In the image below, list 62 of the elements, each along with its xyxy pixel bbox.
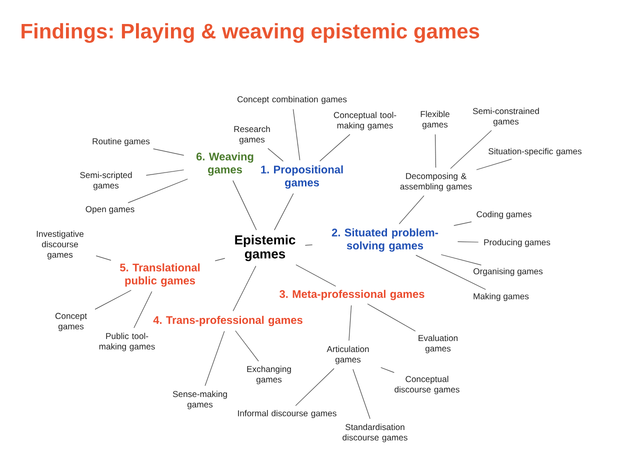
game-label: Informal discourse games — [238, 410, 336, 418]
connector-line — [440, 254, 482, 266]
game-label: Concept combination games — [237, 96, 347, 104]
game-label: Sense-making games — [172, 390, 227, 410]
connector-line — [380, 367, 394, 373]
connector-line — [416, 254, 486, 290]
connector-line — [352, 368, 370, 420]
game-label: Open games — [86, 206, 134, 214]
connector-line — [454, 222, 472, 226]
game-label: Organising games — [474, 268, 543, 276]
game-label: Semi-constrained games — [472, 108, 539, 126]
connector-line — [274, 193, 294, 230]
title: Findings: Playing & weaving epistemic games — [22, 23, 480, 43]
connector-line — [214, 258, 226, 262]
game-label: Standardisation discourse games — [342, 424, 408, 442]
connector-line — [128, 178, 188, 204]
connector-line — [232, 180, 257, 230]
game-label: Conceptual discourse games — [394, 376, 460, 394]
game-label: Research games — [234, 126, 270, 144]
connector-line — [398, 195, 424, 224]
game-label: Exchanging games — [247, 366, 291, 384]
category-label: 6. Weaving games — [196, 152, 254, 176]
game-label: Conceptual tool-making games — [334, 112, 396, 130]
category-label: 2. Situated problem-solving games — [332, 228, 438, 252]
connector-line — [367, 304, 416, 332]
category-label: 4. Trans-professional games — [153, 316, 302, 326]
game-label: Flexible games — [420, 110, 450, 130]
connector-line — [457, 241, 479, 242]
connector-line — [152, 148, 184, 156]
connector-line — [295, 368, 334, 406]
game-label: Articulation games — [326, 346, 369, 364]
connector-line — [450, 130, 492, 169]
connector-line — [476, 158, 512, 170]
game-label: Decomposing & assembling games — [400, 172, 472, 192]
category-label: 5. Translational public games — [120, 263, 200, 287]
connector-line — [320, 134, 350, 162]
connector-line — [134, 291, 152, 328]
game-label: Investigative discourse games — [36, 230, 84, 260]
game-label: Situation-specific games — [488, 148, 582, 156]
connector-line — [434, 134, 436, 168]
connector-line — [94, 290, 132, 310]
game-label: Coding games — [476, 211, 532, 220]
connector-line — [96, 256, 112, 261]
connector-line — [292, 108, 300, 160]
connector-line — [204, 330, 225, 386]
connector-line — [348, 305, 352, 341]
category-label: 3. Meta-professional games — [280, 290, 424, 300]
game-label: Producing games — [484, 239, 550, 248]
game-label: Semi-scripted games — [80, 172, 132, 190]
game-label: Making games — [474, 293, 529, 302]
connector-line — [268, 148, 284, 162]
connector-line — [304, 244, 313, 246]
hub-label: Epistemic games — [235, 234, 296, 262]
connector-line — [235, 330, 259, 362]
game-label: Routine games — [92, 138, 150, 146]
connector-line — [296, 264, 336, 287]
connector-line — [232, 266, 256, 312]
game-label: Public tool-making games — [99, 332, 155, 352]
game-label: Evaluation games — [418, 334, 458, 354]
game-label: Concept games — [55, 312, 87, 332]
connector-line — [146, 170, 184, 176]
category-label: 1. Propositional games — [261, 165, 343, 189]
